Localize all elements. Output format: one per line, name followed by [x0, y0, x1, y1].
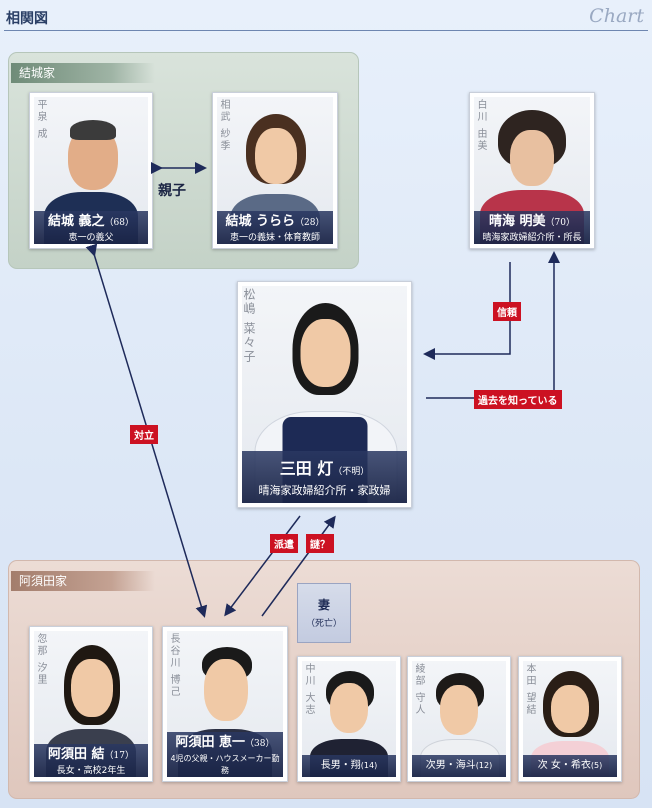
actor-akari: 松嶋 菜々子 [242, 288, 256, 364]
actor-kaito: 綾部 守人 [413, 663, 424, 717]
actor-kii: 本田 望結 [524, 663, 535, 717]
actor-akemi: 白川 由美 [475, 99, 486, 153]
tag-mystery: 謎？ [306, 534, 334, 553]
caption-keiichi: 阿須田 恵一（38） 4児の父親・ハウスメーカー勤務 [167, 732, 283, 777]
tag-knows-past: 過去を知っている [474, 390, 562, 409]
caption-urara: 結城 うらら（28） 恵一の義妹・体育教師 [217, 211, 333, 244]
relation-parent-child: 親子 [158, 183, 186, 199]
name-yui: 阿須田 結 [48, 747, 105, 762]
arrow-knows-past [426, 251, 560, 399]
tag-dispatch: 派遣 [270, 534, 298, 553]
name-akemi: 晴海 明美 [489, 214, 546, 229]
card-asuda-kaito[interactable]: 綾部 守人 次男・海斗(12) [407, 656, 511, 782]
card-asuda-kii[interactable]: 本田 望結 次 女・希衣(5) [518, 656, 622, 782]
name-keiichi: 阿須田 恵一 [175, 735, 246, 750]
asuda-family-label: 阿須田家 [11, 571, 155, 591]
chart-label: Chart [589, 5, 644, 27]
card-asuda-kakeru[interactable]: 中川 大志 長男・翔(14) [297, 656, 401, 782]
actor-keiichi: 長谷川 博己 [168, 633, 179, 699]
name-akari: 三田 灯 [279, 459, 334, 478]
card-akemi[interactable]: 白川 由美 晴海 明美（70） 晴海家政婦紹介所・所長 [469, 92, 595, 249]
age-akari: （不明） [333, 467, 370, 477]
role-akemi: 晴海家政婦紹介所・所長 [482, 233, 582, 243]
caption-kii: 次 女・希衣(5) [523, 755, 617, 777]
card-yuki-urara[interactable]: 相武 紗季 結城 うらら（28） 恵一の義妹・体育教師 [212, 92, 338, 249]
role-urara: 恵一の義妹・体育教師 [229, 233, 320, 243]
age-kakeru: (14) [360, 761, 378, 770]
page-title: 相関図 [6, 11, 48, 27]
caption-kaito: 次男・海斗(12) [412, 755, 506, 777]
role-kakeru: 長男・翔 [320, 760, 361, 771]
role-kii: 次 女・希衣 [537, 760, 591, 771]
age-kii: (5) [590, 761, 603, 770]
role-yoshiyuki: 恵一の義父 [68, 233, 114, 243]
wife-title: 妻 [317, 598, 330, 612]
caption-yoshiyuki: 結城 義之（68） 恵一の義父 [34, 211, 148, 244]
age-kaito: (12) [475, 761, 493, 770]
card-mita-akari[interactable]: 松嶋 菜々子 三田 灯（不明） 晴海家政婦紹介所・家政婦 [237, 281, 412, 508]
role-yui: 長女・高校2年生 [56, 766, 126, 776]
card-asuda-yui[interactable]: 忽那 汐里 阿須田 結（17） 長女・高校2年生 [29, 626, 153, 782]
name-urara: 結城 うらら [225, 214, 296, 229]
age-yui: （17） [104, 751, 134, 761]
caption-akemi: 晴海 明美（70） 晴海家政婦紹介所・所長 [474, 211, 590, 244]
caption-akari: 三田 灯（不明） 晴海家政婦紹介所・家政婦 [242, 451, 407, 503]
age-akemi: （70） [545, 218, 575, 228]
role-kaito: 次男・海斗 [425, 760, 476, 771]
age-keiichi: （38） [245, 739, 275, 749]
caption-yui: 阿須田 結（17） 長女・高校2年生 [34, 744, 148, 777]
caption-kakeru: 長男・翔(14) [302, 755, 396, 777]
age-yoshiyuki: （68） [104, 218, 134, 228]
name-yoshiyuki: 結城 義之 [48, 214, 105, 229]
role-akari: 晴海家政婦紹介所・家政婦 [258, 484, 391, 497]
card-asuda-keiichi[interactable]: 長谷川 博己 阿須田 恵一（38） 4児の父親・ハウスメーカー勤務 [162, 626, 288, 782]
wife-note: （死亡） [305, 619, 342, 629]
wife-box: 妻 （死亡） [297, 583, 351, 643]
page-header: 相関図 Chart [0, 0, 652, 32]
tag-trust: 信頼 [493, 302, 521, 321]
actor-yui: 忽那 汐里 [35, 633, 46, 687]
actor-urara: 相武 紗季 [218, 99, 229, 153]
yuki-family-label: 結城家 [11, 63, 155, 83]
header-divider [4, 30, 648, 31]
age-urara: （28） [295, 218, 325, 228]
role-keiichi: 4児の父親・ハウスメーカー勤務 [170, 754, 280, 775]
actor-kakeru: 中川 大志 [303, 663, 314, 717]
actor-yoshiyuki: 平泉 成 [35, 99, 46, 141]
card-yuki-yoshiyuki[interactable]: 平泉 成 結城 義之（68） 恵一の義父 [29, 92, 153, 249]
tag-conflict: 対立 [130, 425, 158, 444]
